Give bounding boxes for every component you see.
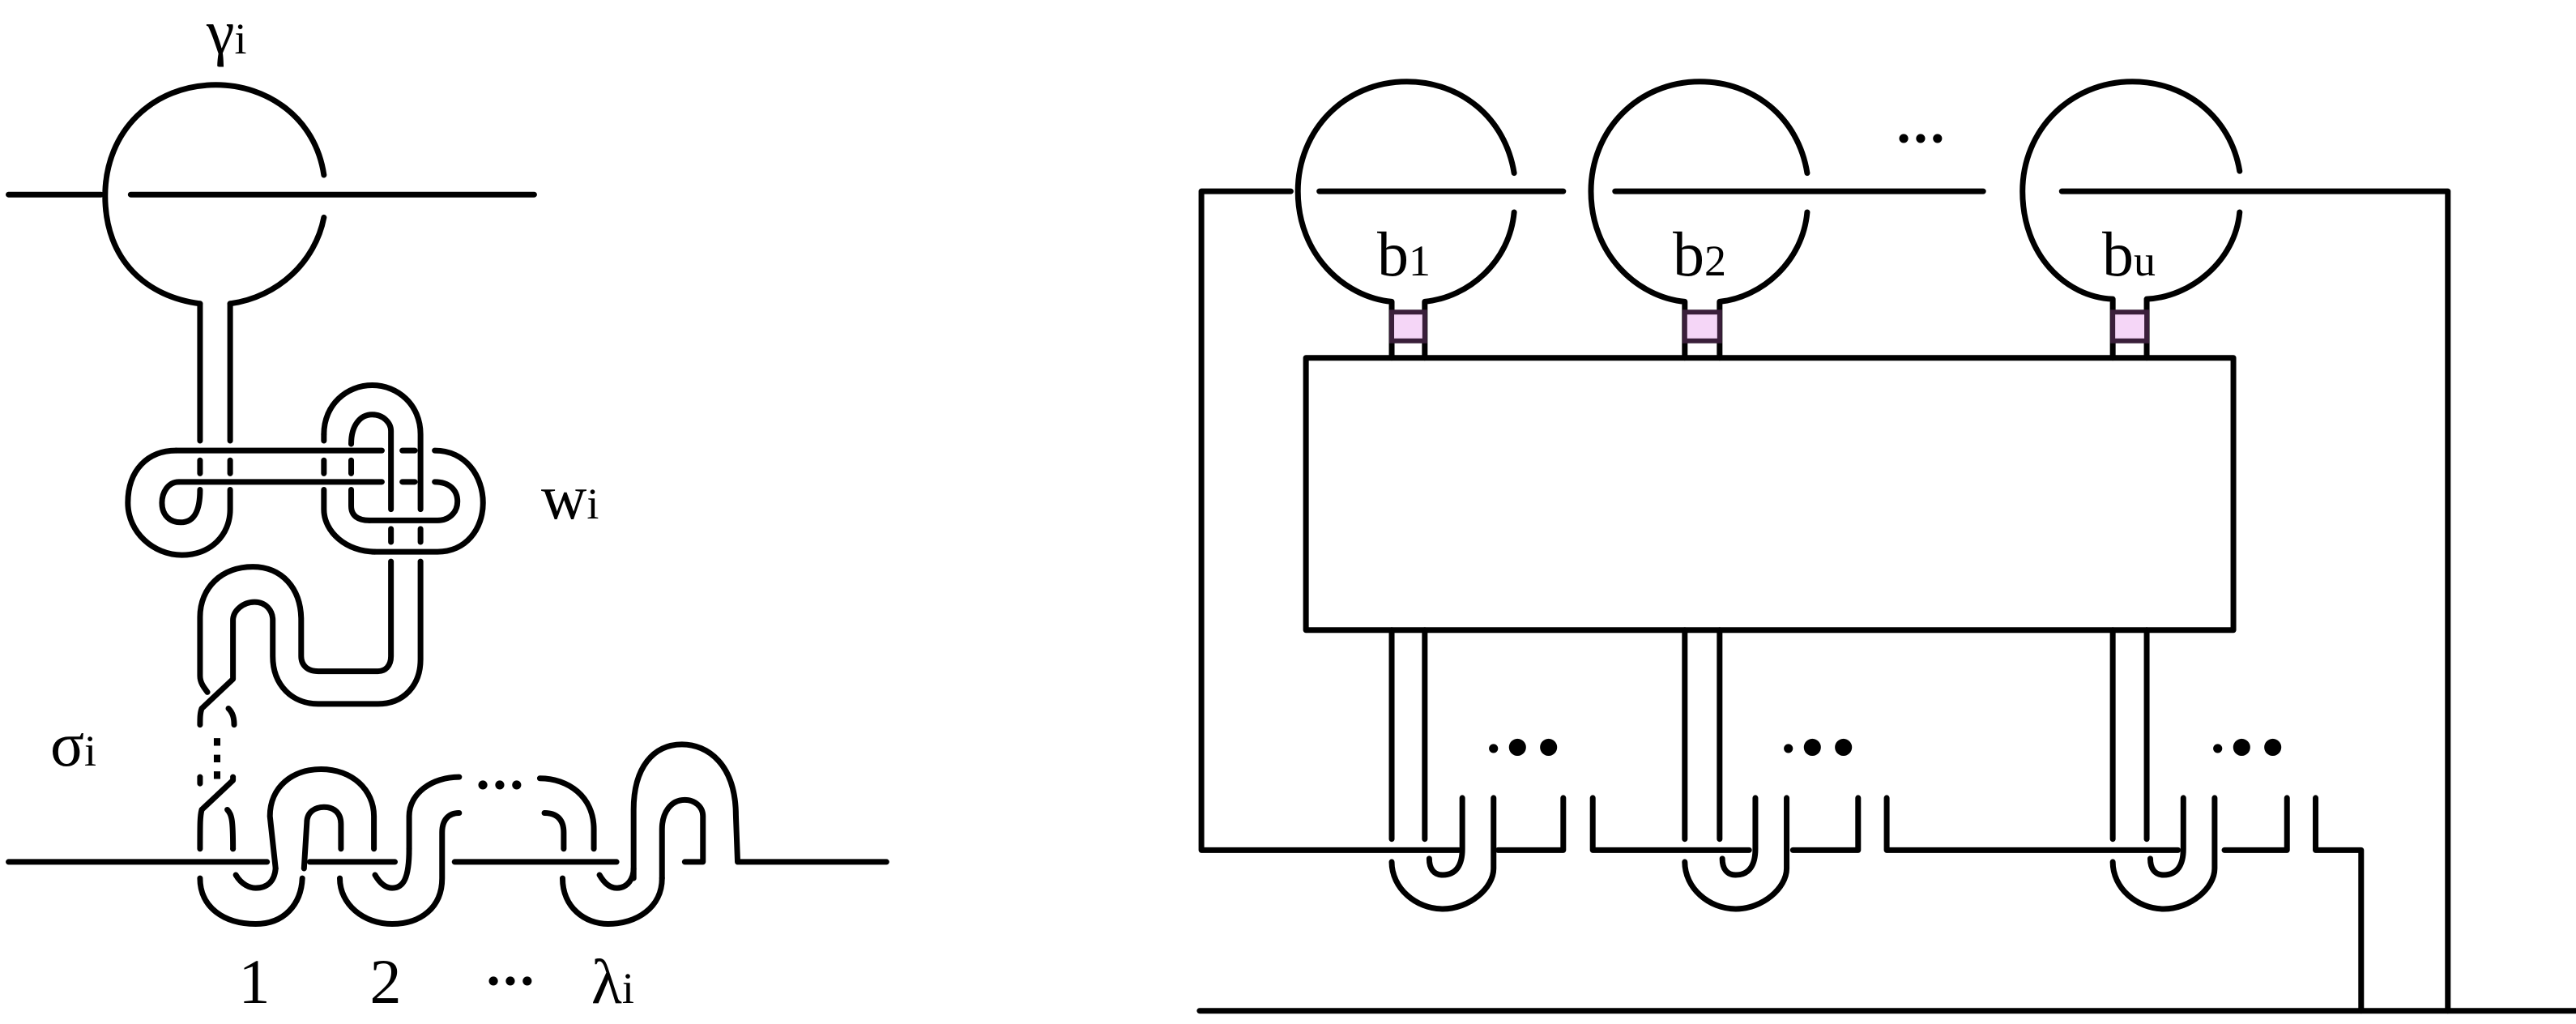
band-marker [1392, 312, 1425, 340]
position-dots: ··· [485, 954, 536, 1010]
lambda-wave [9, 745, 887, 924]
twist-dots: ⋮ [193, 729, 241, 786]
wave-dots: ··· [475, 757, 526, 814]
right-inner-strand [2316, 798, 2361, 1011]
clasp-dots-u: ·•• [2209, 721, 2288, 778]
band-marker [2113, 312, 2147, 340]
left-outer-strand [1201, 191, 1459, 850]
position-1-label: 1 [239, 946, 271, 1017]
band-bu [2023, 82, 2240, 909]
tangle-box [1306, 358, 2233, 630]
clasp-dots-1: ·•• [1485, 721, 1564, 778]
lambda-label: λi [591, 946, 634, 1017]
w-tangle [128, 386, 483, 556]
clasp-dots-2: ·•• [1780, 721, 1859, 778]
b1-label: b1 [1377, 219, 1431, 289]
w-label: wi [541, 462, 599, 532]
sigma-label: σi [50, 709, 96, 779]
top-dots: ··· [1896, 111, 1947, 168]
band-b2 [1591, 82, 1807, 909]
bu-label: bu [2102, 219, 2156, 289]
band-b1 [1298, 82, 1514, 909]
gamma-label: γi [206, 0, 246, 67]
gamma-curve [9, 85, 535, 474]
left-diagram [9, 85, 887, 924]
band-marker [1685, 312, 1720, 340]
right-diagram [1200, 82, 2576, 1011]
position-2-label: 2 [370, 946, 402, 1017]
sigma-twists [200, 561, 420, 849]
right-outer-strand [2062, 191, 2447, 1011]
b2-label: b2 [1673, 219, 1726, 289]
